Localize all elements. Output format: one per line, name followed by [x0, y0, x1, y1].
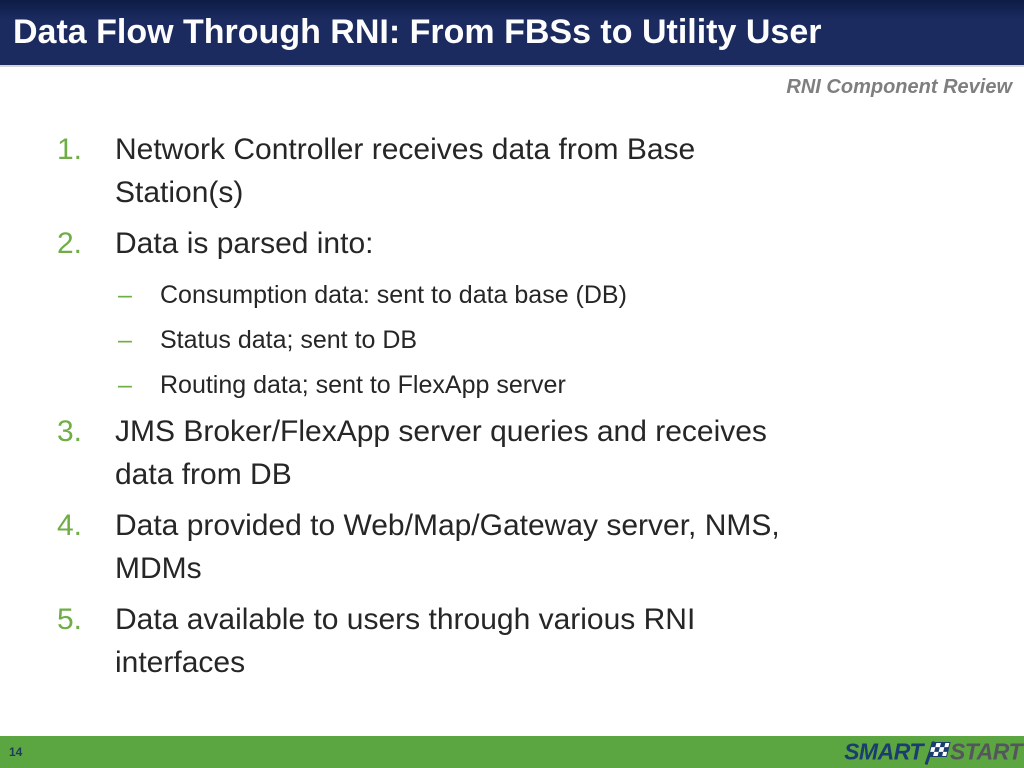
list-item-text: Consumption data: sent to data base (DB) [160, 273, 998, 318]
list-item-text: Routing data; sent to FlexApp server [160, 363, 998, 408]
list-item-text: Status data; sent to DB [160, 318, 998, 363]
list-item-line: JMS Broker/FlexApp server queries and re… [115, 415, 767, 448]
page-number: 14 [9, 745, 23, 759]
footer-bar: 14 SMART START [0, 736, 1024, 768]
list-item-number: 3. [57, 415, 83, 448]
list-item-2: 2. Data is parsed into: [38, 222, 998, 265]
list-item-3: 3. JMS Broker/FlexApp server queries and… [38, 410, 998, 496]
list-item-line: Consumption data: sent to data base (DB) [160, 281, 627, 309]
list-item-line: Data available to users through various … [115, 603, 696, 636]
list-item-line: interfaces [115, 646, 246, 679]
subtitle: RNI Component Review [786, 76, 1012, 98]
sub-list-item-2: – Status data; sent to DB [38, 318, 998, 363]
slide-body: 1. Network Controller receives data from… [38, 120, 998, 684]
list-item-line: Status data; sent to DB [160, 326, 418, 354]
list-item-number: 4. [57, 509, 83, 542]
list-item-4: 4. Data provided to Web/Map/Gateway serv… [38, 504, 998, 590]
list-item-number: 1. [57, 133, 83, 166]
list-item-text: JMS Broker/FlexApp server queries and re… [115, 410, 998, 496]
checkered-flag-icon [924, 740, 951, 765]
list-item-number: 2. [57, 227, 83, 260]
list-item-line: Station(s) [115, 176, 244, 209]
list-item-number: 5. [57, 603, 83, 636]
logo-start-text: START [949, 738, 1023, 765]
dash-bullet-icon: – [118, 371, 132, 399]
list-item-text: Data available to users through various … [115, 598, 998, 684]
smartstart-logo: SMART START [844, 739, 1022, 766]
dash-bullet-icon: – [118, 326, 132, 354]
list-item-text: Data provided to Web/Map/Gateway server,… [115, 504, 998, 590]
list-item-line: data from DB [115, 458, 292, 491]
list-item-line: Routing data; sent to FlexApp server [160, 371, 566, 399]
title-bar: Data Flow Through RNI: From FBSs to Util… [0, 0, 1024, 67]
list-item-line: Data is parsed into: [115, 227, 374, 260]
sub-list-item-3: – Routing data; sent to FlexApp server [38, 363, 998, 408]
list-item-line: MDMs [115, 552, 202, 585]
list-item-1: 1. Network Controller receives data from… [38, 128, 998, 214]
list-item-text: Network Controller receives data from Ba… [115, 128, 998, 214]
dash-bullet-icon: – [118, 281, 132, 309]
list-item-5: 5. Data available to users through vario… [38, 598, 998, 684]
list-item-line: Data provided to Web/Map/Gateway server,… [115, 509, 780, 542]
list-item-line: Network Controller receives data from Ba… [115, 133, 696, 166]
logo-smart-text: SMART [844, 738, 923, 765]
page-title: Data Flow Through RNI: From FBSs to Util… [13, 13, 822, 51]
sub-list-item-1: – Consumption data: sent to data base (D… [38, 273, 998, 318]
list-item-text: Data is parsed into: [115, 222, 998, 265]
